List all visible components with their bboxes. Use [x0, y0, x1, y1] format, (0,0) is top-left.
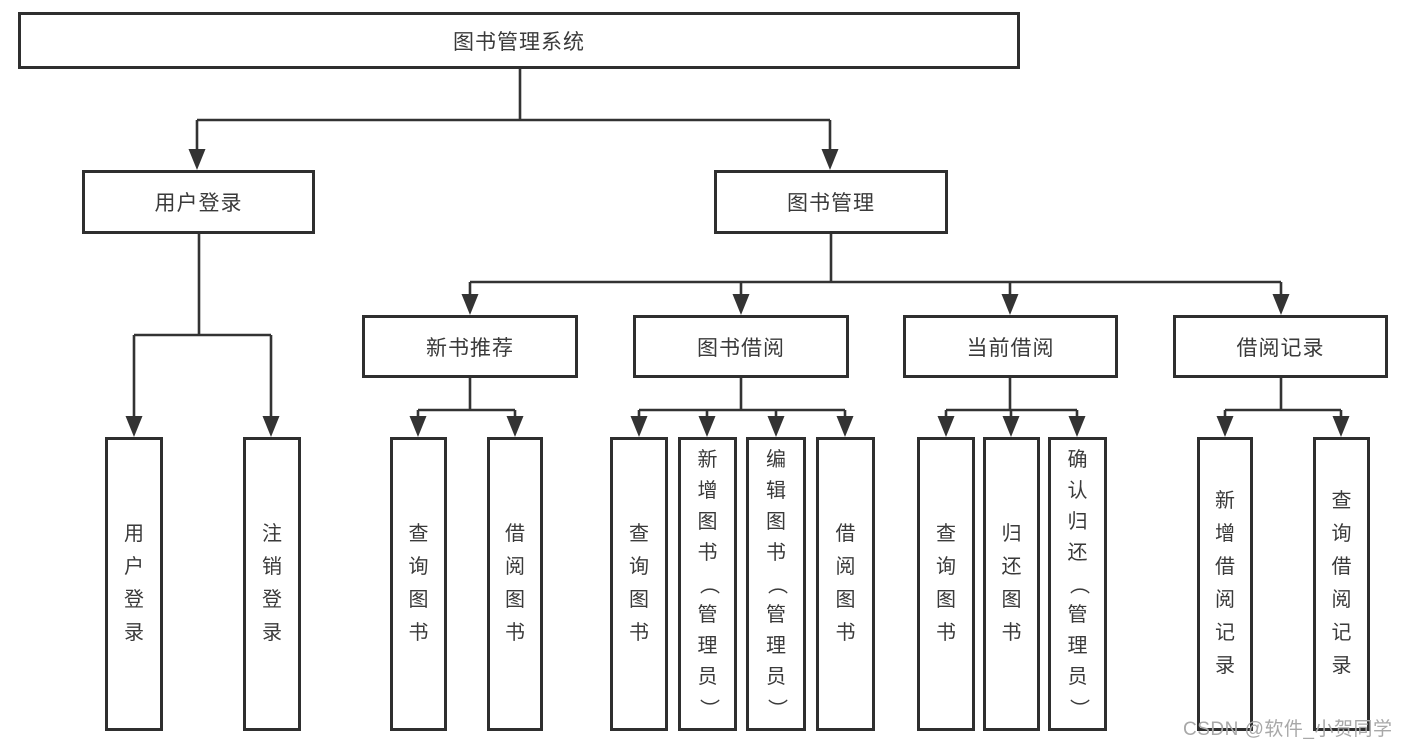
leaf-recommend-query-books: 查询图书	[390, 437, 447, 731]
leaf-confirm-return-admin-label: 确认归还（管理员）	[1067, 448, 1089, 719]
node-book-management-branch: 图书管理	[714, 170, 948, 234]
leaf-user-login-label: 用户登录	[124, 523, 144, 644]
node-book-borrowing: 图书借阅	[633, 315, 849, 378]
leaf-return-books: 归还图书	[983, 437, 1040, 731]
leaf-recommend-borrow-books-label: 借阅图书	[505, 523, 525, 644]
node-system-root-label: 图书管理系统	[453, 30, 585, 54]
leaf-borrow-books: 借阅图书	[816, 437, 875, 731]
node-current-borrowing-label: 当前借阅	[966, 336, 1055, 360]
leaf-logout: 注销登录	[243, 437, 301, 731]
leaf-borrowing-query-books: 查询图书	[610, 437, 668, 731]
node-new-book-recommendation-label: 新书推荐	[426, 336, 514, 360]
leaf-query-borrow-record: 查询借阅记录	[1313, 437, 1370, 731]
leaf-add-books-admin-label: 新增图书（管理员）	[697, 448, 719, 719]
node-user-login-branch: 用户登录	[82, 170, 315, 234]
node-borrowing-records: 借阅记录	[1173, 315, 1388, 378]
leaf-recommend-borrow-books: 借阅图书	[487, 437, 543, 731]
leaf-add-books-admin: 新增图书（管理员）	[678, 437, 737, 731]
leaf-confirm-return-admin: 确认归还（管理员）	[1048, 437, 1107, 731]
node-user-login-branch-label: 用户登录	[154, 192, 243, 215]
leaf-current-query-books-label: 查询图书	[936, 523, 956, 644]
node-new-book-recommendation: 新书推荐	[362, 315, 578, 378]
leaf-add-borrow-record-label: 新增借阅记录	[1215, 490, 1235, 677]
leaf-edit-books-admin: 编辑图书（管理员）	[746, 437, 806, 731]
node-book-management-branch-label: 图书管理	[787, 192, 875, 215]
csdn-watermark: CSDN @软件_小贺同学	[1183, 719, 1393, 740]
leaf-add-borrow-record: 新增借阅记录	[1197, 437, 1253, 731]
leaf-borrowing-query-books-label: 查询图书	[629, 523, 649, 644]
leaf-edit-books-admin-label: 编辑图书（管理员）	[765, 448, 788, 719]
node-system-root: 图书管理系统	[18, 12, 1020, 69]
leaf-user-login: 用户登录	[105, 437, 163, 731]
node-borrowing-records-label: 借阅记录	[1236, 336, 1325, 360]
leaf-return-books-label: 归还图书	[1001, 523, 1022, 644]
leaf-query-borrow-record-label: 查询借阅记录	[1331, 490, 1352, 677]
node-current-borrowing: 当前借阅	[903, 315, 1118, 378]
leaf-borrow-books-label: 借阅图书	[835, 523, 856, 644]
leaf-logout-label: 注销登录	[262, 523, 282, 644]
node-book-borrowing-label: 图书借阅	[697, 336, 785, 360]
leaf-current-query-books: 查询图书	[917, 437, 975, 731]
leaf-recommend-query-books-label: 查询图书	[408, 523, 429, 644]
